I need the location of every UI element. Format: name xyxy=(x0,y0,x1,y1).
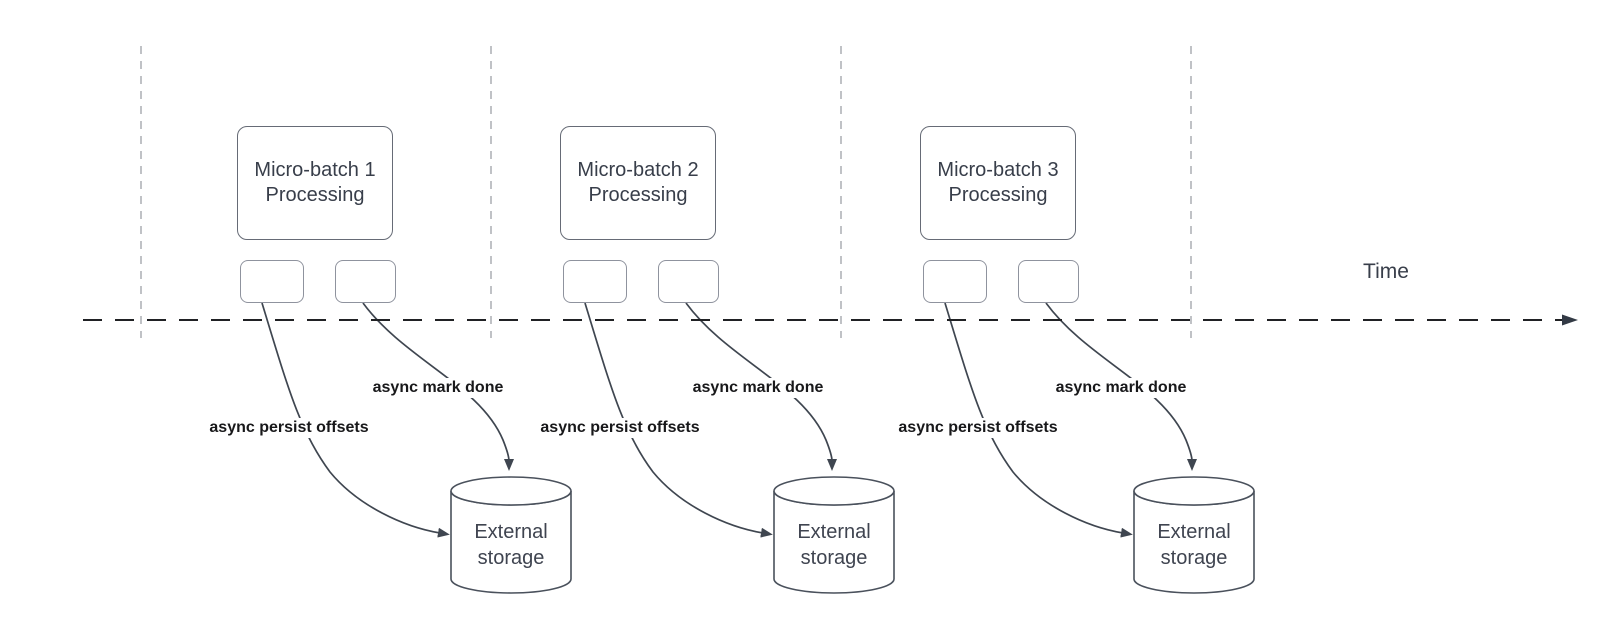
async-mark-done-label: async mark done xyxy=(689,378,827,398)
box-title-line2: Processing xyxy=(588,184,688,206)
async-persist-offsets-arrow xyxy=(261,302,450,538)
external-storage-label: External storage xyxy=(774,503,894,587)
time-axis-label: Time xyxy=(1363,260,1409,283)
async-mark-done-source-box xyxy=(1018,260,1079,303)
box-title-line1: Micro-batch 1 xyxy=(254,159,376,181)
storage-label-line2: storage xyxy=(1160,547,1228,569)
async-mark-done-arrow xyxy=(362,302,514,471)
external-storage-cylinder-top xyxy=(450,476,572,506)
storage-label-line1: External xyxy=(474,521,548,543)
box-title-line2: Processing xyxy=(265,184,365,206)
async-persist-offsets-label: async persist offsets xyxy=(537,418,703,438)
async-mark-done-label: async mark done xyxy=(369,378,507,398)
micro-batch-2-box: Micro-batch 2 Processing xyxy=(560,126,716,240)
storage-label-line2: storage xyxy=(477,547,545,569)
external-storage-cylinder-top xyxy=(1133,476,1255,506)
external-storage-cylinder-top xyxy=(773,476,895,506)
box-title-line1: Micro-batch 2 xyxy=(577,159,699,181)
async-persist-offsets-arrow xyxy=(944,302,1133,538)
micro-batch-1-box: Micro-batch 1 Processing xyxy=(237,126,393,240)
async-mark-done-arrow xyxy=(1045,302,1197,471)
async-persist-offsets-label: async persist offsets xyxy=(206,418,372,438)
storage-label-line1: External xyxy=(1157,521,1231,543)
async-persist-source-box xyxy=(240,260,304,303)
box-title-line1: Micro-batch 3 xyxy=(937,159,1059,181)
micro-batch-3-graphics xyxy=(944,302,1255,594)
async-persist-offsets-label: async persist offsets xyxy=(895,418,1061,438)
async-mark-done-source-box xyxy=(658,260,719,303)
external-storage-label: External storage xyxy=(451,503,571,587)
storage-label-line2: storage xyxy=(800,547,868,569)
micro-batch-2-graphics xyxy=(584,302,895,594)
async-mark-done-label: async mark done xyxy=(1052,378,1190,398)
async-persist-source-box xyxy=(563,260,627,303)
box-title-line2: Processing xyxy=(948,184,1048,206)
micro-batch-3-box: Micro-batch 3 Processing xyxy=(920,126,1076,240)
async-persist-source-box xyxy=(923,260,987,303)
micro-batch-1-graphics xyxy=(261,302,572,594)
async-persist-offsets-arrow xyxy=(584,302,773,538)
storage-label-line1: External xyxy=(797,521,871,543)
async-mark-done-source-box xyxy=(335,260,396,303)
external-storage-label: External storage xyxy=(1134,503,1254,587)
async-mark-done-arrow xyxy=(685,302,837,471)
